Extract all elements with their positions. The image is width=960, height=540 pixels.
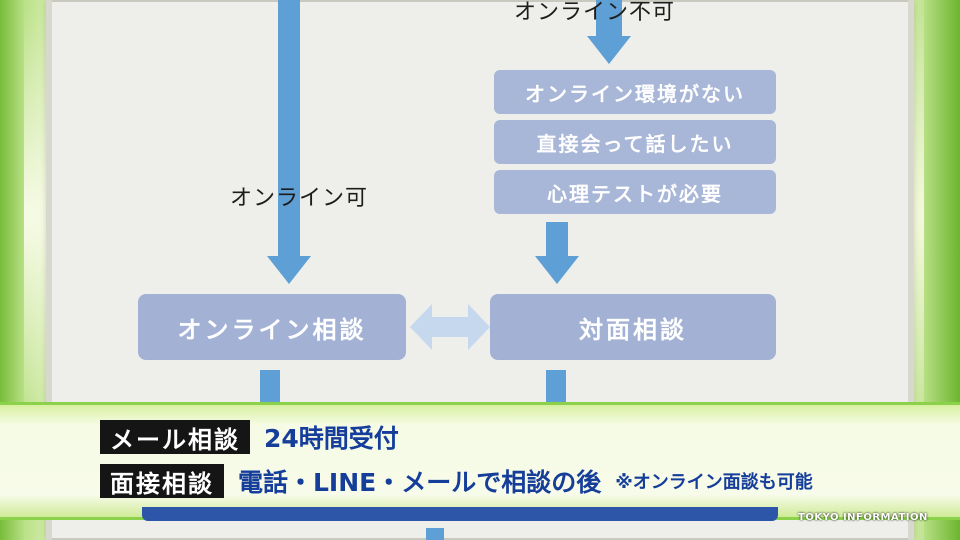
online-consult-box: オンライン相談 [138, 294, 406, 360]
arrow-online-down-shaft [260, 370, 280, 410]
reason-no-online-environment: オンライン環境がない [494, 70, 776, 114]
arrow-offline-shaft [596, 0, 622, 38]
caption-row-email: メール相談 24時間受付 [100, 419, 399, 455]
label-online: オンライン可 [230, 186, 369, 211]
arrow-bottom-stub [426, 528, 444, 540]
arrow-offline-head [587, 36, 631, 64]
arrow-online-head [267, 256, 311, 284]
bidirectional-arrow-icon [410, 304, 490, 350]
caption-band: メール相談 24時間受付 面接相談 電話・LINE・メールで相談の後 ※オンライ… [0, 402, 960, 520]
arrow-face-head [535, 256, 579, 284]
board-edge-left [46, 0, 52, 540]
arrow-face-down-shaft [546, 370, 566, 410]
caption-tag-email: メール相談 [100, 420, 250, 454]
label-offline: オンライン不可 [514, 0, 676, 25]
caption-tag-interview: 面接相談 [100, 464, 224, 498]
arrow-face-shaft [546, 222, 568, 258]
network-bug: TOKYO INFORMATION [798, 512, 928, 523]
caption-text-interview: 電話・LINE・メールで相談の後 [238, 468, 602, 497]
caption-note-interview: ※オンライン面談も可能 [615, 472, 813, 493]
caption-text-email: 24時間受付 [264, 424, 399, 453]
bottom-box-edge [142, 507, 778, 521]
reason-need-psych-test: 心理テストが必要 [494, 170, 776, 214]
caption-row-interview: 面接相談 電話・LINE・メールで相談の後 ※オンライン面談も可能 [100, 463, 813, 499]
arrow-online-shaft [278, 0, 300, 258]
board-edge-right [908, 0, 914, 540]
reason-want-in-person: 直接会って話したい [494, 120, 776, 164]
face-consult-box: 対面相談 [490, 294, 776, 360]
